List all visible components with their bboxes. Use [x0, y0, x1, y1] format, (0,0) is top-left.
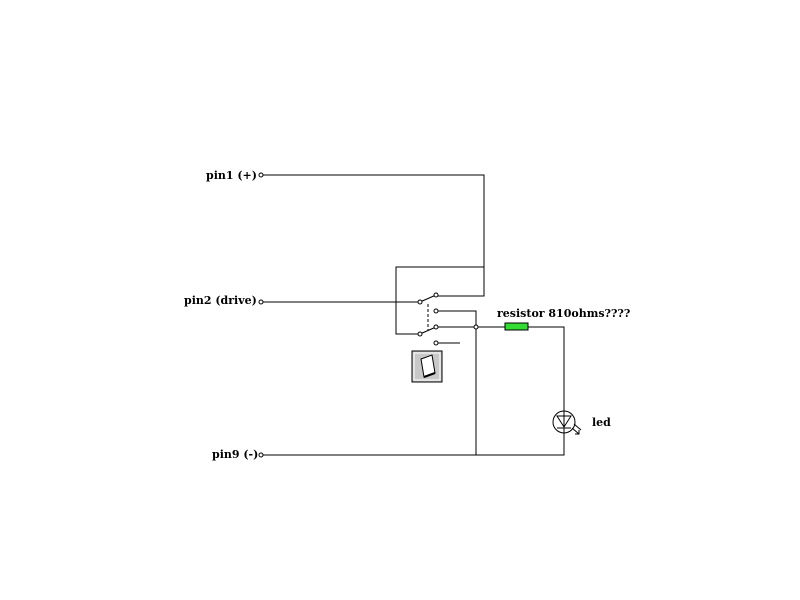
bridge-loop-wire — [395, 266, 484, 335]
pin2-label: pin2 (drive) — [184, 294, 257, 307]
switch-pole-lower — [417, 331, 423, 337]
switch-contact-3 — [433, 324, 439, 330]
pin9-label: pin9 (-) — [212, 448, 258, 461]
wires — [263, 174, 565, 456]
resistor-label: resistor 810ohms???? — [497, 307, 630, 320]
switch-contact-4 — [433, 340, 439, 346]
pin2-terminal — [258, 299, 264, 305]
contact-mid-wire — [436, 310, 477, 455]
switch-blade-lower — [419, 326, 437, 335]
led-label: led — [592, 416, 611, 429]
pin1-wire — [263, 174, 485, 297]
pin1-label: pin1 (+) — [206, 169, 257, 182]
junction-node — [473, 324, 479, 330]
resistor-led-wire — [528, 326, 565, 411]
pin9-terminal — [258, 452, 264, 458]
pin1-terminal — [258, 172, 264, 178]
switch-pole-upper — [417, 299, 423, 305]
switch-contact-1 — [433, 292, 439, 298]
led-symbol-icon — [552, 410, 582, 435]
led-return-wire — [263, 433, 565, 456]
rocker-switch-icon — [411, 350, 443, 383]
resistor — [504, 322, 529, 331]
switch-contact-2 — [433, 308, 439, 314]
switch-blade-upper — [419, 294, 437, 303]
